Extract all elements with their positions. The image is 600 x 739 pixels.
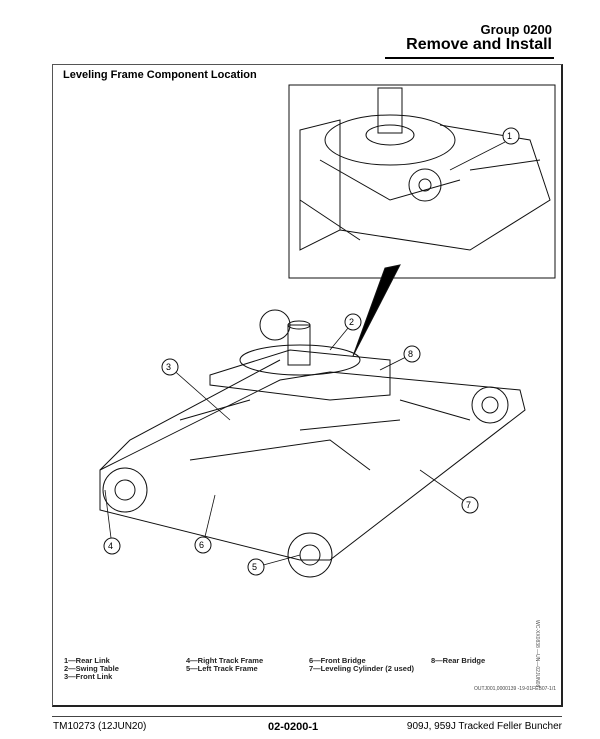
callout-leaders bbox=[104, 141, 506, 568]
legend-item: 6—Front Bridge bbox=[309, 656, 366, 665]
figure-title: Leveling Frame Component Location bbox=[63, 69, 257, 81]
legend-item: 7—Leveling Cylinder (2 used) bbox=[309, 664, 415, 673]
callout-6: 6 bbox=[199, 540, 205, 550]
legend-item: 5—Left Track Frame bbox=[186, 664, 258, 673]
callout-circles bbox=[103, 127, 520, 576]
legend-item: 3—Front Link bbox=[64, 672, 113, 681]
legend-column-3: 6—Front Bridge 7—Leveling Cylinder (2 us… bbox=[309, 657, 414, 673]
group-label: Group 0200 bbox=[480, 22, 552, 37]
image-reference: WC-XX0838 —UN—02JUN08 bbox=[534, 620, 540, 688]
machine-drawing bbox=[99, 309, 526, 578]
legend-item: 4—Right Track Frame bbox=[186, 656, 264, 665]
callout-4: 4 bbox=[108, 541, 114, 551]
callout-8: 8 bbox=[408, 349, 414, 359]
legend-column-1: 1—Rear Link 2—Swing Table 3—Front Link bbox=[64, 657, 119, 681]
callout-2: 2 bbox=[349, 317, 355, 327]
footer-rule bbox=[52, 716, 562, 717]
manual-id: TM10273 (12JUN20) bbox=[53, 721, 147, 732]
detail-inset bbox=[288, 84, 556, 279]
callout-5: 5 bbox=[252, 562, 258, 572]
callout-7: 7 bbox=[466, 500, 472, 510]
detail-pointer bbox=[352, 264, 401, 357]
section-title: Remove and Install bbox=[406, 36, 552, 53]
legend-item: 2—Swing Table bbox=[64, 664, 119, 673]
legend-item: 1—Rear Link bbox=[64, 656, 110, 665]
page-number: 02-0200-1 bbox=[268, 721, 319, 733]
legend-column-4: 8—Rear Bridge bbox=[431, 657, 485, 665]
legend-column-2: 4—Right Track Frame 5—Left Track Frame bbox=[186, 657, 263, 673]
legend-item: 8—Rear Bridge bbox=[431, 656, 486, 665]
detail-drawing bbox=[299, 87, 551, 251]
figure-box bbox=[52, 64, 563, 707]
document-reference: OUTJ001,0000139 -19-01FEB07-1/1 bbox=[474, 686, 556, 692]
product-name: 909J, 959J Tracked Feller Buncher bbox=[406, 721, 562, 732]
header-rule bbox=[385, 57, 554, 59]
callout-3: 3 bbox=[166, 362, 172, 372]
callout-1: 1 bbox=[507, 131, 513, 141]
